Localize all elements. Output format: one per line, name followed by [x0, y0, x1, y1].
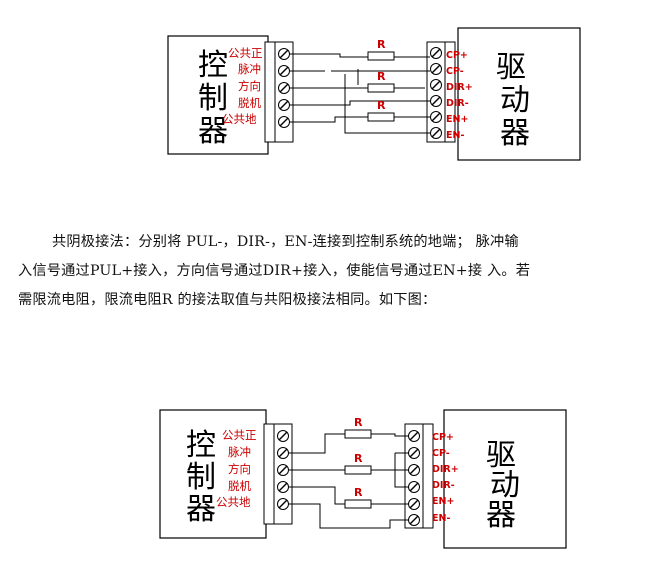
- controller-box: [167, 35, 269, 155]
- resistor-2a: R: [344, 416, 372, 439]
- controller-pin-label: 脱机: [238, 96, 261, 110]
- controller-pin-label: 方向: [228, 462, 251, 476]
- driver-title-char-1: 驱: [486, 438, 516, 473]
- controller-pin-label: 脱机: [228, 479, 251, 493]
- driver-terminal-block: [404, 423, 434, 529]
- controller-title-char-2: 制: [186, 460, 216, 495]
- controller-title-char-3: 器: [198, 114, 228, 149]
- resistor-1c: R: [367, 99, 395, 122]
- resistor-2c: R: [344, 486, 372, 509]
- driver-title-char-3: 器: [486, 498, 516, 533]
- driver-pin-label: CP+: [446, 50, 468, 61]
- driver-title-char-3: 器: [500, 116, 530, 151]
- driver-box: [457, 27, 581, 161]
- controller-title-char-1: 控: [198, 48, 228, 83]
- driver-pin-label: EN-: [432, 513, 450, 524]
- driver-box: [443, 409, 567, 549]
- driver-title-char-2: 动: [490, 468, 520, 503]
- driver-pin-label: CP-: [446, 66, 464, 77]
- controller-terminal-block: [264, 41, 294, 143]
- driver-pin-label: DIR+: [432, 464, 459, 475]
- controller-box: [159, 409, 267, 539]
- driver-pin-label: DIR-: [446, 98, 469, 109]
- controller-pin-label: 方向: [238, 79, 261, 93]
- controller-title-char-1: 控: [186, 428, 216, 463]
- wiring-1: [290, 53, 430, 134]
- description-paragraph: 共阴极接法：分别将 PUL-，DIR-，EN-连接到控制系统的地端； 脉冲输 入…: [18, 228, 638, 315]
- controller-pin-label: 公共地: [216, 495, 251, 509]
- resistor-1b: R: [367, 70, 395, 93]
- resistor-1a: R: [367, 38, 395, 61]
- description-line: 需限流电阻，限流电阻R 的接法取值与共阳极接法相同。如下图：: [18, 292, 437, 308]
- resistor-label: R: [354, 416, 363, 429]
- driver-pin-label: EN+: [432, 496, 454, 507]
- controller-pin-label: 脉冲: [228, 445, 251, 459]
- controller-pin-label: 公共地: [222, 112, 257, 126]
- resistor-label: R: [377, 70, 386, 83]
- resistor-label: R: [354, 452, 363, 465]
- diagram-1: 控 制 器 公共正 脉冲 方向 脱机 公共地: [167, 27, 581, 161]
- driver-pin-label: EN-: [446, 130, 464, 141]
- controller-title-char-2: 制: [198, 81, 228, 116]
- driver-pin-label: DIR-: [432, 480, 455, 491]
- driver-title-char-1: 驱: [496, 50, 526, 85]
- driver-title-char-2: 动: [500, 83, 530, 118]
- controller-pin-label: 脉冲: [238, 62, 261, 76]
- driver-pin-label: EN+: [446, 114, 468, 125]
- resistor-label: R: [377, 99, 386, 112]
- controller-title-char-3: 器: [186, 492, 216, 527]
- diagram-2: 控 制 器 公共正 脉冲 方向 脱机 公共地: [159, 409, 567, 549]
- resistor-label: R: [354, 486, 363, 499]
- resistor-label: R: [377, 38, 386, 51]
- controller-pin-label: 公共正: [222, 428, 257, 442]
- wiring-2: [289, 433, 409, 529]
- driver-pin-label: DIR+: [446, 82, 473, 93]
- driver-pin-label: CP+: [432, 432, 454, 443]
- controller-pin-label: 公共正: [228, 46, 263, 60]
- description-line: 入信号通过PUL+接入，方向信号通过DIR+接入，使能信号通过EN+接 入。若: [18, 263, 531, 279]
- driver-pin-label: CP-: [432, 448, 450, 459]
- resistor-2b: R: [344, 452, 372, 475]
- controller-terminal-block: [263, 423, 293, 525]
- description-line: 共阴极接法：分别将 PUL-，DIR-，EN-连接到控制系统的地端； 脉冲输: [52, 234, 519, 250]
- driver-terminal-block: [426, 41, 456, 143]
